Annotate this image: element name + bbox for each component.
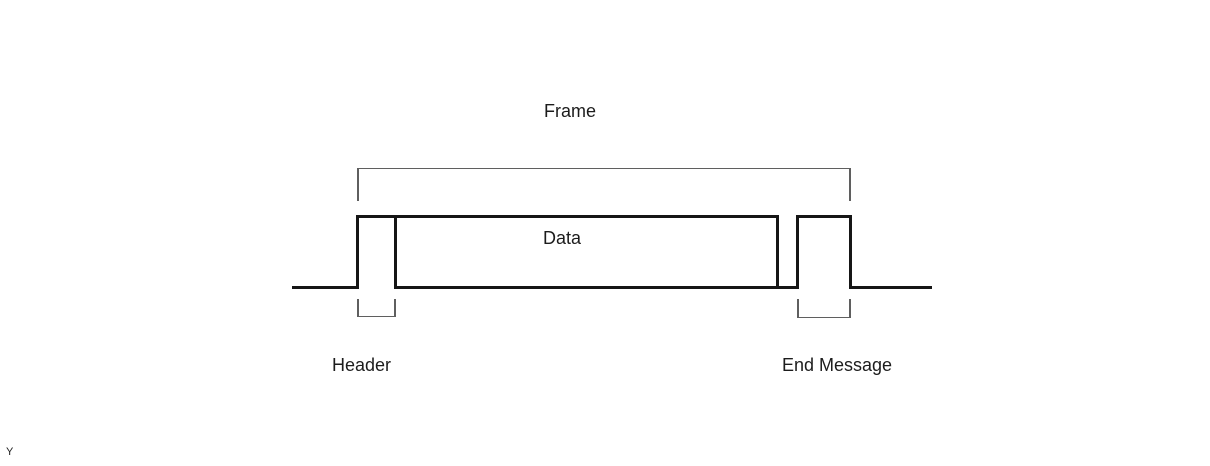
frame-bracket-left-tick [357, 168, 359, 201]
header-label: Header [332, 355, 392, 375]
header-measure-left-tick [357, 299, 359, 317]
frame-label: Frame [544, 101, 597, 121]
end-message-measure-left-tick [797, 299, 799, 318]
waveform-baseline-right [849, 286, 932, 289]
data-box-right-edge [776, 215, 779, 289]
end-message-label: End Message [782, 355, 893, 375]
header-pulse-rising-edge [356, 215, 359, 289]
frame-bracket-right-tick [849, 168, 851, 201]
data-label: Data [543, 228, 582, 248]
data-box-left-edge [394, 215, 397, 289]
end-message-measure-right-tick [849, 299, 851, 318]
waveform-baseline-middle [777, 286, 797, 289]
header-and-data-top-line [356, 215, 779, 218]
frame-bracket-horizontal [357, 168, 851, 169]
y-corner-label: Y [6, 446, 14, 458]
end-pulse-top-line [796, 215, 852, 218]
waveform-baseline-left [292, 286, 357, 289]
end-pulse-rising-edge [796, 215, 799, 289]
header-measure-right-tick [394, 299, 396, 317]
end-message-measure-bottom [797, 317, 851, 318]
data-box-bottom-line [395, 286, 779, 289]
header-measure-bottom [357, 316, 396, 317]
end-pulse-falling-edge [849, 215, 852, 289]
